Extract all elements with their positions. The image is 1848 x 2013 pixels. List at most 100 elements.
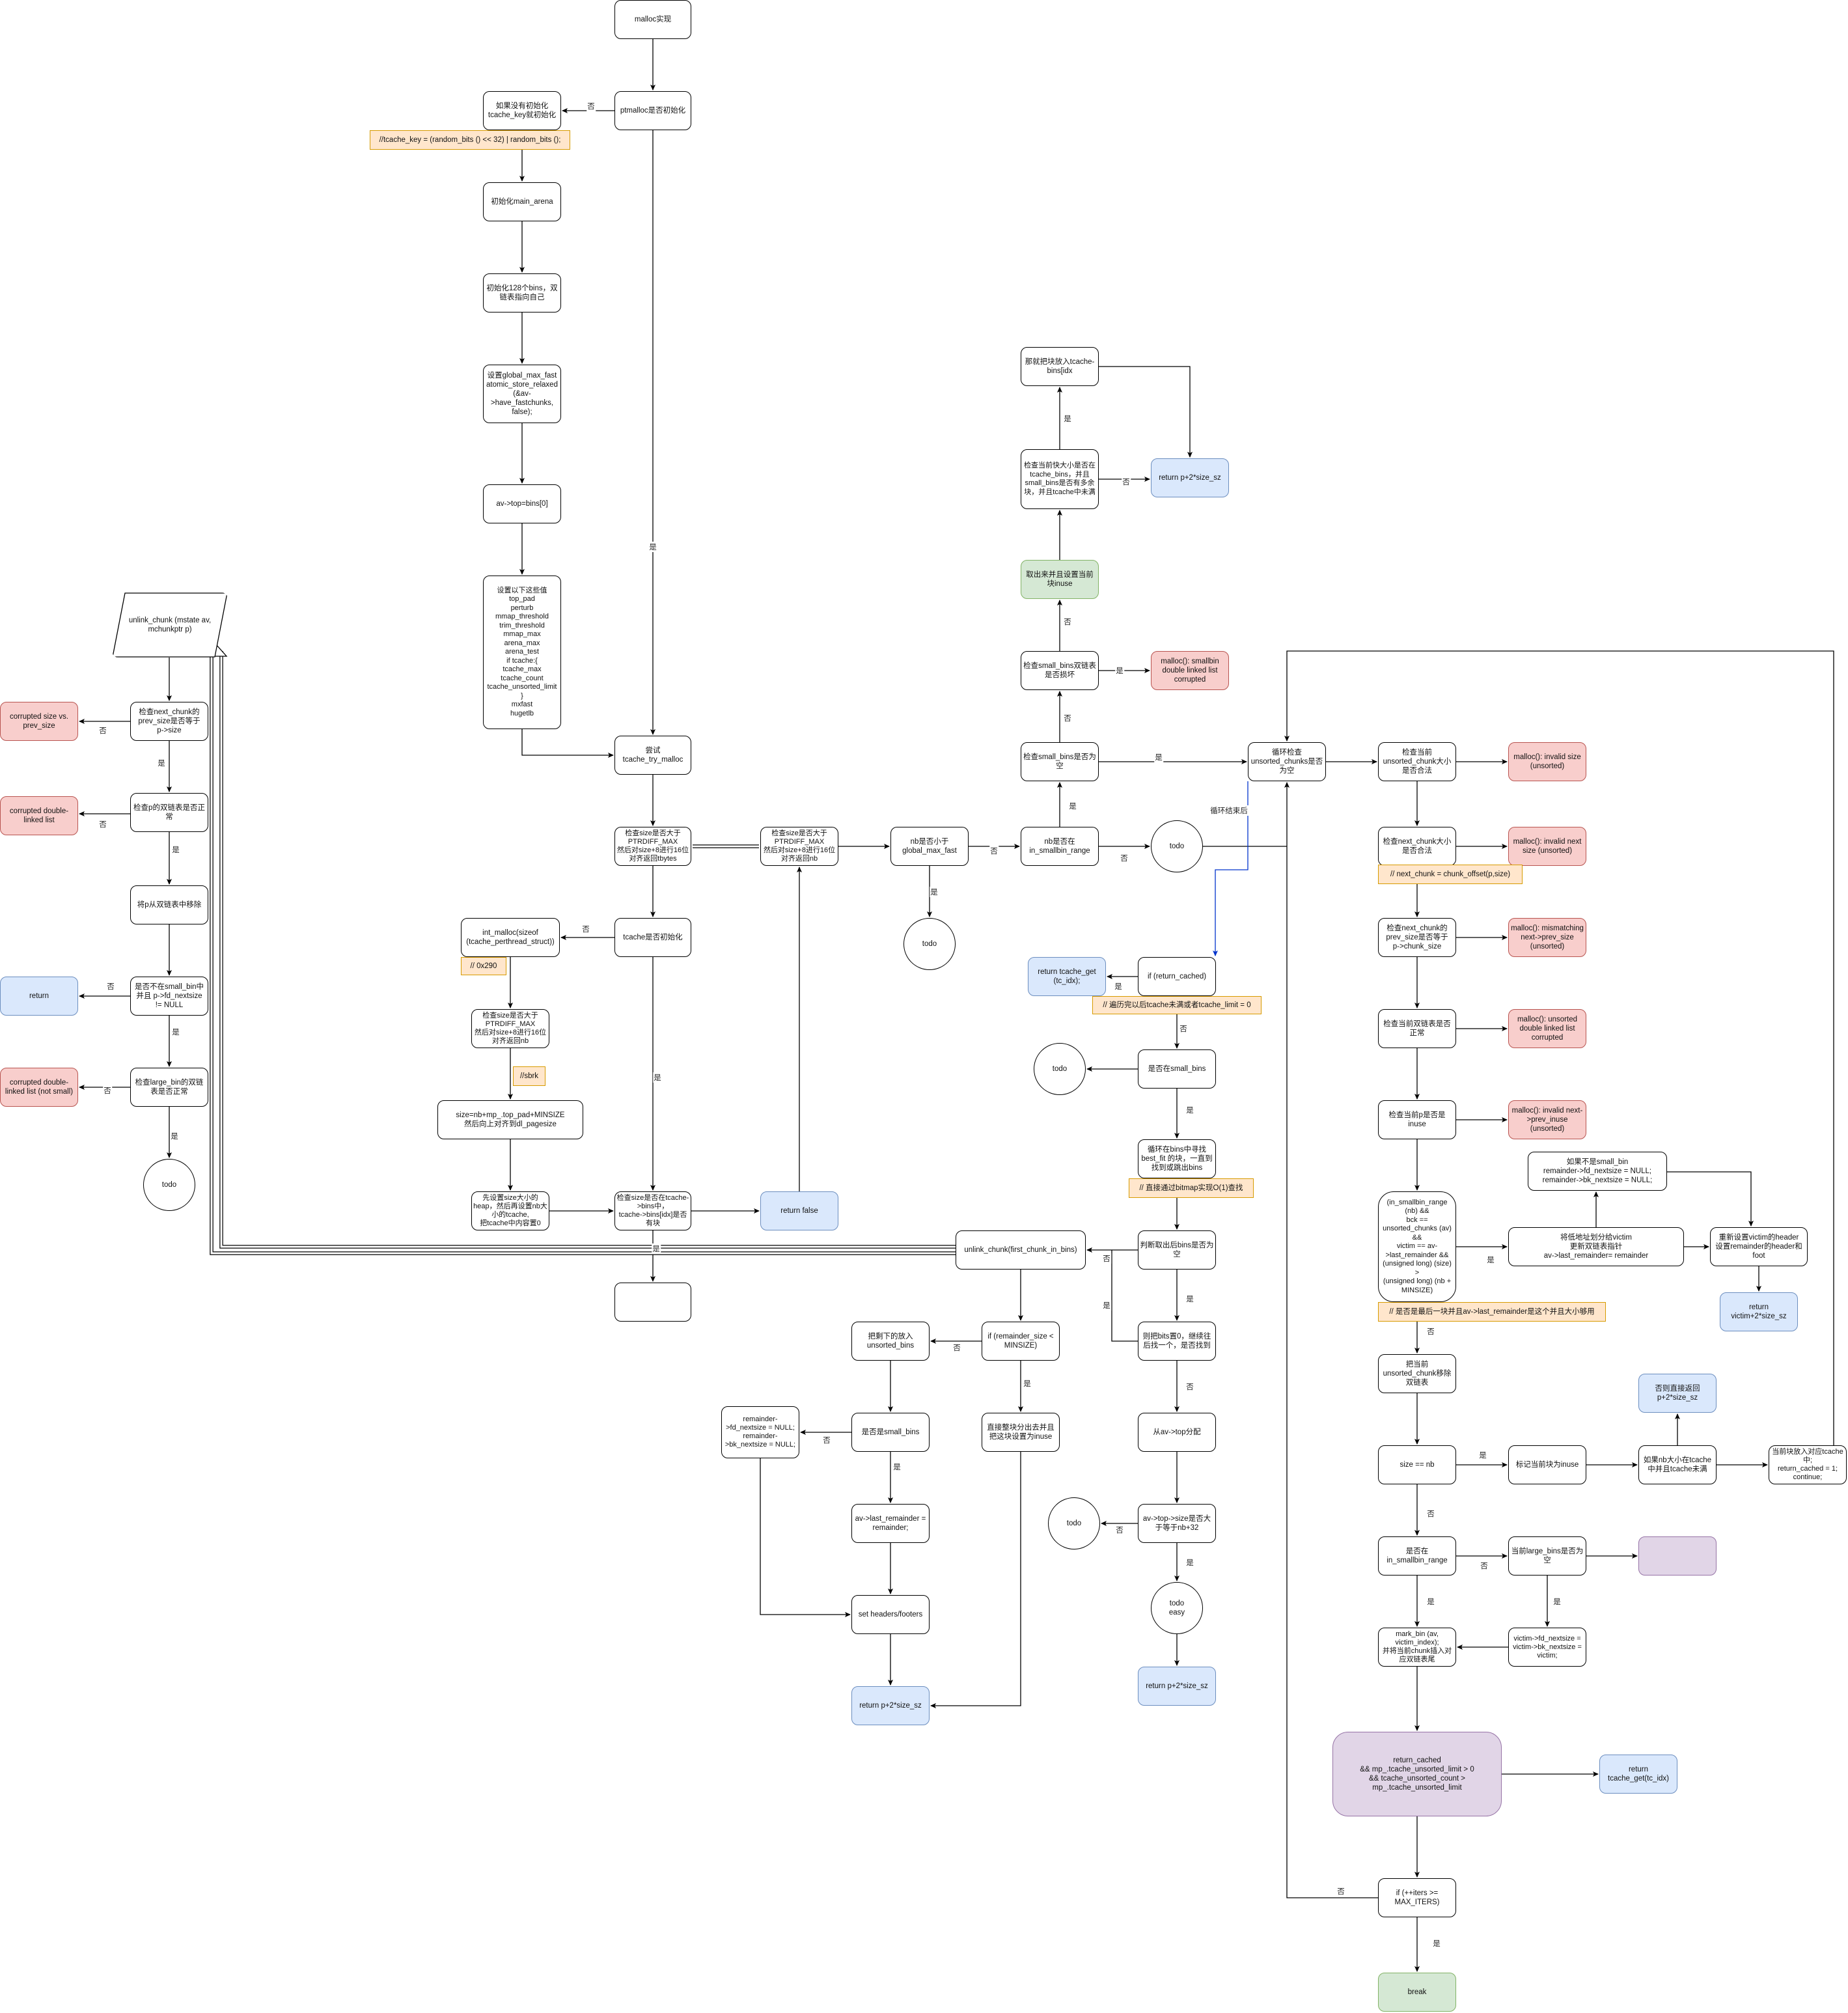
node-last-remainder-cond[interactable]: (in_smallbin_range (nb) && bck == unsort… xyxy=(1378,1191,1456,1302)
node-mark-bin[interactable]: mark_bin (av, victim_index); 并将当前chunk插入… xyxy=(1378,1628,1456,1667)
node-empty-box[interactable] xyxy=(614,1283,691,1322)
node-size-calc[interactable]: size=nb+mp_.top_pad+MINSIZE 然后向上对齐到dl_pa… xyxy=(437,1100,583,1139)
node-todo-d[interactable]: todo xyxy=(143,1159,195,1211)
edge-label: 是 xyxy=(648,542,657,552)
node-check-size-nb-left[interactable]: 检查size是否大于PTRDIFF_MAX 然后对size+8进行16位对齐返回… xyxy=(471,1009,549,1048)
edge-label: 是 xyxy=(157,758,166,768)
node-in-smallbin-range2[interactable]: 是否在 in_smallbin_range xyxy=(1378,1536,1456,1576)
node-return-victim[interactable]: return victim+2*size_sz xyxy=(1720,1292,1798,1331)
node-err-smallbin[interactable]: malloc(): smallbin double linked list co… xyxy=(1151,651,1229,690)
node-todo-fast[interactable]: todo xyxy=(903,918,956,970)
node-tcache-inited[interactable]: tcache是否初始化 xyxy=(614,918,691,957)
edge-label: 否 xyxy=(586,101,596,111)
node-else-return[interactable]: 否则直接返回 p+2*size_sz xyxy=(1638,1374,1717,1413)
node-init-main-arena[interactable]: 初始化main_arena xyxy=(483,182,561,221)
node-set-global-max-fast[interactable]: 设置global_max_fast atomic_store_relaxed (… xyxy=(483,365,561,423)
node-take-out-inuse[interactable]: 取出来并且设置当前块inuse xyxy=(1021,560,1099,599)
node-iters-check[interactable]: if (++iters >= MAX_ITERS) xyxy=(1378,1878,1456,1917)
node-in-small-bins[interactable]: 是否在small_bins xyxy=(1138,1049,1216,1089)
node-err-not-small[interactable]: corrupted double-linked list (not small) xyxy=(0,1068,78,1107)
node-last-remainder-assign[interactable]: av->last_remainder = remainder; xyxy=(851,1504,930,1543)
node-err-prev-inuse[interactable]: malloc(): invalid next->prev_inuse (unso… xyxy=(1508,1100,1586,1139)
node-mark-inuse[interactable]: 标记当前块为inuse xyxy=(1508,1445,1586,1484)
node-remainder-nextsize-null[interactable]: remainder->fd_nextsize = NULL; remainder… xyxy=(721,1406,799,1458)
node-check-next-prev-eq[interactable]: 检查next_chunk的 prev_size是否等于 p->size xyxy=(130,702,208,741)
node-return-p-top[interactable]: return p+2*size_sz xyxy=(1151,458,1229,497)
node-return-cached-cond[interactable]: return_cached && mp_.tcache_unsorted_lim… xyxy=(1332,1732,1502,1816)
node-todo-easy[interactable]: todo easy xyxy=(1151,1582,1203,1634)
node-victim-nextsize[interactable]: victim->fd_nextsize = victim->bk_nextsiz… xyxy=(1508,1628,1586,1667)
node-todo-b[interactable]: todo xyxy=(1034,1043,1086,1095)
node-bins-empty-after[interactable]: 判断取出后bins是否为空 xyxy=(1138,1230,1216,1270)
node-check-size-nb[interactable]: 检查size是否大于PTRDIFF_MAX 然后对size+8进行16位对齐返回… xyxy=(760,827,838,866)
node-return-tcache-get2[interactable]: return tcache_get(tc_idx) xyxy=(1599,1755,1677,1794)
node-size-eq-nb[interactable]: size == nb xyxy=(1378,1445,1456,1484)
node-nb-in-smallbin[interactable]: nb是否在 in_smallbin_range xyxy=(1021,827,1099,866)
node-large-bins-empty[interactable]: 当前large_bins是否为空 xyxy=(1508,1536,1586,1576)
node-int-malloc-tcache[interactable]: int_malloc(sizeof (tcache_perthread_stru… xyxy=(461,918,560,957)
node-nb-lt-fast[interactable]: nb是否小于 global_max_fast xyxy=(890,827,969,866)
node-check-size-tbytes[interactable]: 检查size是否大于PTRDIFF_MAX 然后对size+8进行16位对齐返回… xyxy=(614,827,691,866)
node-remove-p[interactable]: 将p从双链表中移除 xyxy=(130,885,208,924)
node-reset-header[interactable]: 重新设置victim的header 设置remainder的header和foo… xyxy=(1710,1227,1808,1266)
node-remove-unsorted[interactable]: 把当前 unsorted_chunk移除双链表 xyxy=(1378,1354,1456,1393)
node-put-remainder-unsorted[interactable]: 把剩下的放入 unsorted_bins xyxy=(851,1322,930,1361)
node-put-in-tcache[interactable]: 当前块放入对应tcache中; return_cached = 1; conti… xyxy=(1769,1445,1847,1484)
node-todo-c[interactable]: todo xyxy=(1048,1497,1100,1549)
node-init-tcache-key[interactable]: 如果没有初始化 tcache_key就初始化 xyxy=(483,91,561,130)
node-return-p-right[interactable]: return p+2*size_sz xyxy=(1138,1667,1216,1706)
node-err-mismatch[interactable]: malloc(): mismatching next->prev_size (u… xyxy=(1508,918,1586,957)
node-init-bins[interactable]: 初始化128个bins，双链表指向自己 xyxy=(483,273,561,312)
node-err-invalid-next[interactable]: malloc(): invalid next size (unsorted) xyxy=(1508,827,1586,866)
node-set-values[interactable]: 设置以下这些值 top_pad perturb mmap_threshold t… xyxy=(483,576,561,729)
node-return-plain[interactable]: return xyxy=(0,977,78,1016)
node-set-headers[interactable]: set headers/footers xyxy=(851,1595,930,1634)
node-from-top[interactable]: 从av->top分配 xyxy=(1138,1413,1216,1452)
node-loop-unsorted[interactable]: 循环检查 unsorted_chunks是否为空 xyxy=(1248,742,1326,781)
node-whole-inuse[interactable]: 直接整块分出去并且把这块设置为inuse xyxy=(982,1413,1060,1452)
node-check-dlist[interactable]: 检查当前双链表是否正常 xyxy=(1378,1009,1456,1048)
node-check-next-prev-size[interactable]: 检查next_chunk的 prev_size是否等于 p->chunk_siz… xyxy=(1378,918,1456,957)
edge-label: 否 xyxy=(1120,853,1129,863)
node-check-next-size[interactable]: 检查next_chunk大小是否合法 xyxy=(1378,827,1456,866)
node-if-return-cached[interactable]: if (return_cached) xyxy=(1138,957,1216,996)
edge-label: 循环结束后 xyxy=(1209,805,1248,816)
node-err-unsorted-dlist[interactable]: malloc(): unsorted double linked list co… xyxy=(1508,1009,1586,1048)
node-check-smallbins-corrupt[interactable]: 检查small_bins双链表是否损坏 xyxy=(1021,651,1099,690)
node-err-invalid-size[interactable]: malloc(): invalid size (unsorted) xyxy=(1508,742,1586,781)
node-check-large-bin[interactable]: 检查large_bin的双链表是否正常 xyxy=(130,1068,208,1107)
node-bits-zero[interactable]: 则把bits置0，继续往后找一个，是否找到 xyxy=(1138,1322,1216,1361)
node-remainder-lt-min[interactable]: if (remainder_size < MINSIZE) xyxy=(982,1322,1060,1361)
node-ptmalloc-init[interactable]: ptmalloc是否初始化 xyxy=(614,91,691,130)
connector-edge xyxy=(1284,782,1378,1898)
node-return-false[interactable]: return false xyxy=(760,1191,838,1230)
node-not-small-bin[interactable]: 如果不是small_bin remainder->fd_nextsize = N… xyxy=(1528,1152,1667,1191)
node-err-size-prev[interactable]: corrupted size vs. prev_size xyxy=(0,702,78,741)
node-nb-in-tcache[interactable]: 如果nb大小在tcache中并且tcache未满 xyxy=(1638,1445,1717,1484)
node-todo-a[interactable]: todo xyxy=(1151,820,1203,872)
node-check-smallbins-empty[interactable]: 检查small_bins是否为空 xyxy=(1021,742,1099,781)
node-tcache-try-malloc[interactable]: 尝试 tcache_try_malloc xyxy=(614,736,691,775)
node-err-double-linked[interactable]: corrupted double-linked list xyxy=(0,796,78,835)
node-return-tcache-get[interactable]: return tcache_get (tc_idx); xyxy=(1028,957,1106,996)
node-malloc-impl[interactable]: malloc实现 xyxy=(614,0,691,39)
node-check-in-tcache[interactable]: 检查size是否在tcache->bins中， tcache->bins[idx… xyxy=(614,1191,691,1230)
node-split-victim[interactable]: 将低地址划分给victim 更新双链表指针 av->last_remainder… xyxy=(1508,1227,1684,1266)
node-not-small-nextsize[interactable]: 是否不在small_bin中 并且 p->fd_nextsize != NULL xyxy=(130,977,208,1016)
node-return-p-mid[interactable]: return p+2*size_sz xyxy=(851,1686,930,1725)
node-put-tcache-bins[interactable]: 那就把块放入tcache-bins[idx xyxy=(1021,347,1099,386)
node-purple-empty[interactable] xyxy=(1638,1536,1717,1576)
node-unlink-first[interactable]: unlink_chunk(first_chunk_in_bins) xyxy=(956,1230,1086,1270)
node-check-p-dlist[interactable]: 检查p的双链表是否正常 xyxy=(130,793,208,832)
node-check-unsorted-size[interactable]: 检查当前 unsorted_chunk大小是否合法 xyxy=(1378,742,1456,781)
edge-label: 是 xyxy=(892,1462,902,1472)
node-bestfit-loop[interactable]: 循环在bins中寻找 best_fit 的块，一直到找到或跳出bins xyxy=(1138,1139,1216,1178)
node-av-top[interactable]: av->top=bins[0] xyxy=(483,484,561,523)
node-top-size-check[interactable]: av->top->size是否大于等于nb+32 xyxy=(1138,1504,1216,1543)
node-check-inuse[interactable]: 检查当前p是否是 inuse xyxy=(1378,1100,1456,1139)
node-is-small-bins[interactable]: 是否是small_bins xyxy=(851,1413,930,1452)
node-check-tcache-bins[interactable]: 检查当前快大小是否在tcache_bins，并且small_bins是否有多余块… xyxy=(1021,449,1099,509)
node-unlink-chunk-def[interactable]: unlink_chunk (mstate av, mchunkptr p) xyxy=(112,592,228,658)
node-set-heap[interactable]: 先设置size大小的heap，然后再设置nb大小的tcache, 把tcache… xyxy=(471,1191,549,1230)
node-break[interactable]: break xyxy=(1378,1973,1456,2012)
